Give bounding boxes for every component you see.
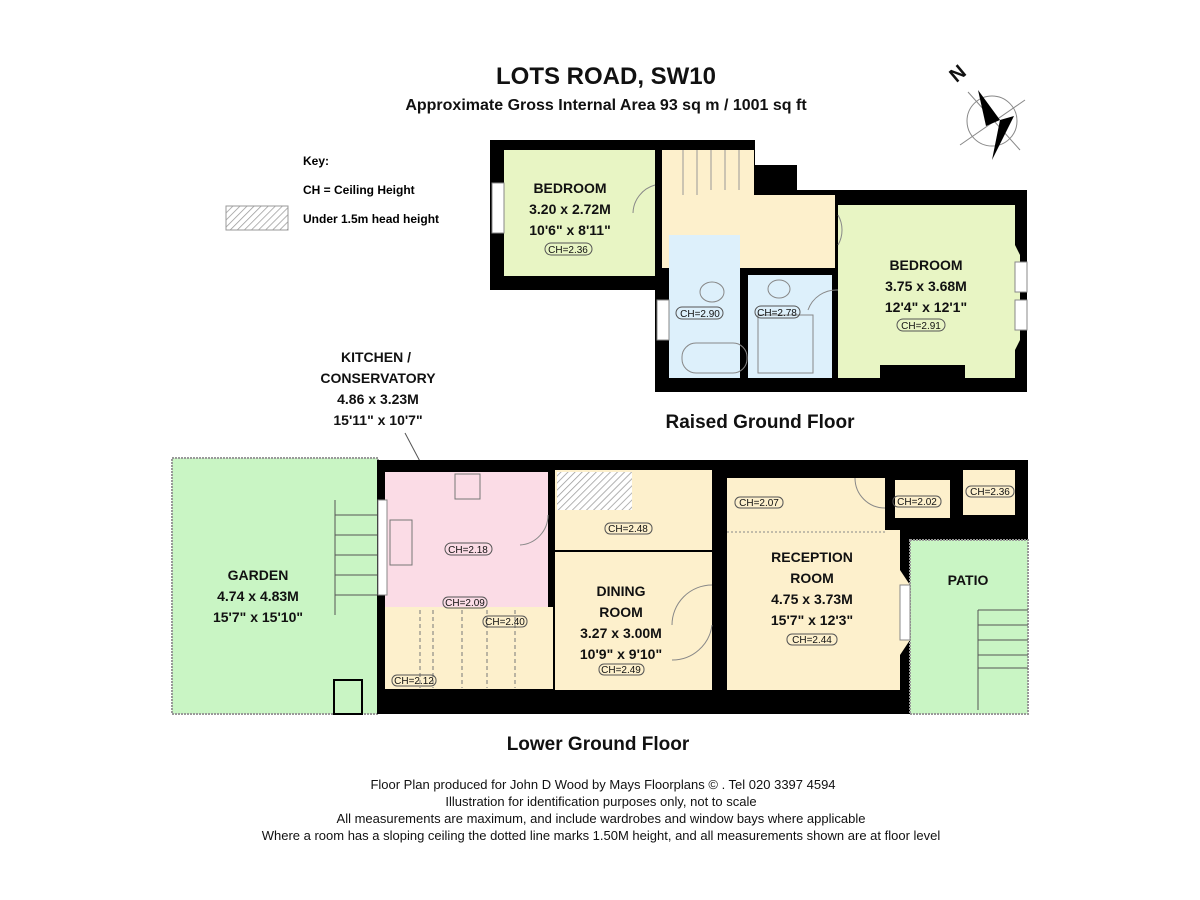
window	[1014, 261, 1028, 293]
bedroom-1-name: BEDROOM	[533, 180, 606, 196]
reception-name-2: ROOM	[790, 570, 834, 586]
kitchen-imperial: 15'11" x 10'7"	[333, 412, 422, 428]
reception-room	[727, 478, 910, 690]
kitchen-name-1: KITCHEN /	[341, 349, 411, 365]
dining-ch: CH=2.49	[601, 665, 641, 676]
footer-line-2: Illustration for identification purposes…	[445, 794, 756, 809]
footer-line-4: Where a room has a sloping ceiling the d…	[262, 828, 941, 843]
ch-2-02: CH=2.02	[897, 497, 937, 508]
kitchen	[385, 472, 548, 607]
bathroom-ch: CH=2.90	[680, 309, 720, 320]
ch-2-07: CH=2.07	[739, 498, 779, 509]
dining-metric: 3.27 x 3.00M	[580, 625, 662, 641]
window	[656, 299, 670, 341]
kitchen-ch: CH=2.18	[448, 545, 488, 556]
bedroom-2-imperial: 12'4" x 12'1"	[885, 299, 967, 315]
door-icon	[519, 514, 549, 546]
dining-name-2: ROOM	[599, 604, 643, 620]
hob-icon	[454, 473, 481, 500]
lower-ground-floor	[171, 457, 1029, 715]
bedroom-1-ch: CH=2.36	[548, 245, 588, 256]
footer-line-1: Floor Plan produced for John D Wood by M…	[370, 777, 835, 792]
kitchen-name-2: CONSERVATORY	[320, 370, 436, 386]
north-compass-icon: N	[945, 61, 1026, 160]
toilet-icon	[767, 279, 791, 299]
bedroom-1-metric: 3.20 x 2.72M	[529, 201, 611, 217]
lower-ground-floor-label: Lower Ground Floor	[507, 734, 690, 755]
raised-ground-floor	[490, 140, 1028, 392]
patio	[909, 539, 1029, 715]
footer-line-3: All measurements are maximum, and includ…	[337, 811, 866, 826]
raised-ground-floor-label: Raised Ground Floor	[666, 412, 856, 433]
window	[377, 499, 388, 596]
dining-name-1: DINING	[597, 583, 646, 599]
shower-tray-icon	[757, 314, 814, 374]
shower-room-ch: CH=2.78	[757, 308, 797, 319]
garden	[171, 457, 379, 715]
cupboard	[963, 470, 1015, 515]
door-icon	[807, 289, 839, 311]
patio-name: PATIO	[948, 572, 989, 588]
door-icon	[632, 184, 656, 214]
reception-metric: 4.75 x 3.73M	[771, 591, 853, 607]
window	[491, 182, 505, 234]
ch-2-09: CH=2.09	[445, 598, 485, 609]
north-label: N	[945, 61, 970, 87]
ch-2-12: CH=2.12	[394, 676, 434, 687]
ch-2-40: CH=2.40	[485, 617, 525, 628]
garden-imperial: 15'7" x 15'10"	[213, 609, 303, 625]
dining-room	[555, 552, 712, 690]
garden-name: GARDEN	[228, 567, 289, 583]
window	[1014, 299, 1028, 331]
key-hatch: Under 1.5m head height	[303, 212, 439, 226]
door-icon	[837, 214, 843, 246]
bedroom-2-ch: CH=2.91	[901, 321, 941, 332]
bathtub-icon	[681, 342, 748, 374]
garden-metric: 4.74 x 4.83M	[217, 588, 299, 604]
sink-icon	[389, 519, 413, 566]
ch-2-48: CH=2.48	[608, 524, 648, 535]
bedroom-2-name: BEDROOM	[889, 257, 962, 273]
reception-name-1: RECEPTION	[771, 549, 853, 565]
kitchen-metric: 4.86 x 3.23M	[337, 391, 419, 407]
shower-room	[748, 275, 832, 378]
bedroom-2	[838, 205, 1020, 378]
key-heading: Key:	[303, 154, 329, 168]
reception-ch: CH=2.44	[792, 635, 832, 646]
plan-subtitle: Approximate Gross Internal Area 93 sq m …	[405, 97, 807, 114]
hatch-swatch	[225, 205, 289, 231]
under-stairs-low-height	[557, 472, 632, 510]
reception-imperial: 15'7" x 12'3"	[771, 612, 853, 628]
dining-imperial: 10'9" x 9'10"	[580, 646, 662, 662]
key-ch: CH = Ceiling Height	[303, 183, 415, 197]
plan-title: LOTS ROAD, SW10	[496, 63, 716, 90]
ch-2-36: CH=2.36	[970, 487, 1010, 498]
bedroom-2-metric: 3.75 x 3.68M	[885, 278, 967, 294]
door-icon	[671, 584, 713, 626]
window	[899, 584, 911, 641]
door-icon	[854, 477, 886, 509]
bedroom-1-imperial: 10'6" x 8'11"	[529, 222, 610, 238]
toilet-icon	[699, 281, 725, 303]
door-icon	[671, 624, 713, 661]
